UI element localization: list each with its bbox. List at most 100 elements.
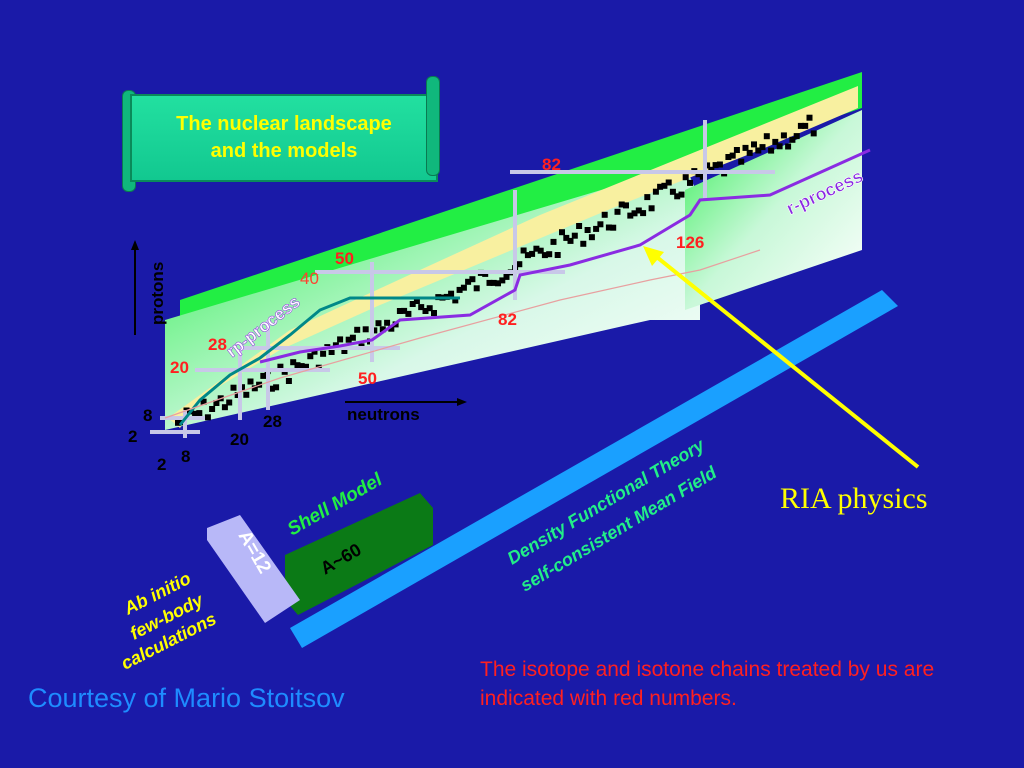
stable-nucleus	[776, 143, 783, 150]
magic-n50-label: 50	[358, 369, 377, 388]
stable-nucleus	[520, 247, 527, 254]
stable-nucleus	[311, 348, 318, 355]
stable-nucleus	[298, 363, 305, 370]
magic-n20-label: 20	[230, 430, 249, 449]
stable-nucleus	[196, 410, 203, 417]
stable-nucleus	[192, 410, 199, 417]
ria-arrow-head	[643, 246, 664, 266]
stable-nucleus	[669, 188, 676, 195]
stable-nucleus	[665, 179, 672, 186]
stable-nucleus	[699, 173, 706, 180]
stable-nucleus	[328, 349, 335, 355]
stable-nucleus	[473, 285, 480, 292]
stable-nucleus	[546, 251, 553, 258]
stable-nucleus	[200, 398, 207, 405]
stable-nucleus	[593, 225, 600, 232]
stable-nucleus	[704, 162, 711, 169]
stable-nucleus	[554, 252, 561, 258]
stable-nucleus	[243, 391, 250, 398]
stable-nucleus	[396, 308, 403, 314]
stable-nucleus	[349, 334, 356, 341]
stable-nucleus	[601, 211, 608, 218]
stable-nucleus	[537, 247, 544, 254]
title-line-1: The nuclear landscape	[176, 113, 392, 135]
stable-nucleus	[268, 385, 275, 392]
stable-nucleus	[550, 238, 557, 245]
stable-nucleus	[277, 363, 284, 370]
x-axis-label: neutrons	[347, 405, 420, 424]
shell-model-shape	[285, 493, 433, 615]
stable-nucleus	[405, 310, 412, 317]
magic-n8-label: 8	[181, 447, 190, 466]
stable-nucleus	[614, 208, 621, 215]
stable-nucleus	[285, 378, 292, 384]
stable-nucleus	[687, 179, 693, 186]
stable-nucleus	[610, 224, 617, 231]
scroll-roll-right	[426, 76, 440, 176]
stable-nucleus	[810, 130, 817, 137]
stable-nucleus	[418, 304, 425, 311]
stable-nucleus	[729, 152, 736, 159]
stable-nucleus	[605, 224, 612, 231]
stable-nucleus	[742, 144, 749, 151]
stable-nucleus	[789, 136, 796, 143]
r-process-path	[259, 148, 871, 364]
stable-nucleus	[413, 298, 420, 304]
stable-nucleus	[678, 191, 685, 198]
stable-nucleus	[499, 277, 506, 284]
stable-nucleus	[226, 399, 233, 406]
stable-nucleus	[674, 193, 681, 200]
stable-nucleus	[588, 234, 595, 241]
stable-nucleus	[755, 147, 762, 154]
stable-nucleus	[571, 232, 578, 239]
stable-nucleus	[460, 284, 467, 291]
stable-nucleus	[486, 279, 493, 286]
stable-nucleus	[541, 252, 548, 259]
stable-nucleus	[234, 392, 241, 398]
stable-nucleus	[503, 273, 510, 280]
magic-z20-label: 20	[170, 358, 189, 377]
stable-nucleus	[559, 229, 565, 236]
stable-nucleus	[345, 336, 352, 343]
title-scroll: The nuclear landscape and the models	[122, 76, 440, 192]
magic-z2-label: 2	[128, 427, 137, 446]
stable-nucleus	[716, 161, 723, 168]
stable-nucleus	[401, 307, 408, 314]
stable-nucleus	[175, 419, 181, 426]
magic-n126-label: 126	[676, 233, 704, 252]
stable-nucleus	[379, 326, 386, 333]
stable-nucleus	[682, 174, 689, 181]
magic-z8-label: 8	[143, 406, 152, 425]
stable-nucleus	[635, 207, 642, 214]
dft-bar	[290, 290, 898, 648]
stable-nucleus	[375, 320, 382, 327]
stable-nucleus	[384, 319, 391, 326]
stable-nucleus	[797, 122, 804, 129]
y-axis-arrowhead	[131, 240, 139, 250]
stable-nucleus	[780, 132, 787, 139]
stable-nucleus	[567, 237, 574, 244]
stable-nucleus	[785, 143, 792, 150]
stable-nucleus	[426, 305, 433, 312]
stable-nucleus	[213, 400, 220, 406]
stable-nucleus	[533, 245, 540, 252]
stable-nucleus	[576, 223, 583, 229]
stable-nucleus	[495, 280, 501, 287]
stable-nucleus	[738, 158, 745, 165]
x-axis-arrowhead	[457, 398, 467, 406]
stable-nucleus	[303, 363, 309, 370]
stable-nucleus	[247, 378, 254, 385]
drip-line	[164, 249, 761, 419]
magic-z82-label: 82	[542, 155, 561, 174]
stable-nucleus	[465, 278, 472, 285]
stable-nucleus	[580, 240, 587, 247]
stable-nucleus	[695, 171, 702, 178]
stable-nucleus	[661, 182, 668, 189]
stable-nucleus	[341, 348, 348, 354]
stable-nucleus	[584, 227, 591, 233]
stable-nucleus	[251, 385, 258, 392]
magic-n2-label: 2	[157, 455, 166, 474]
stable-nucleus	[260, 372, 267, 379]
stable-nucleus	[768, 147, 775, 154]
stable-nucleus	[307, 353, 314, 360]
